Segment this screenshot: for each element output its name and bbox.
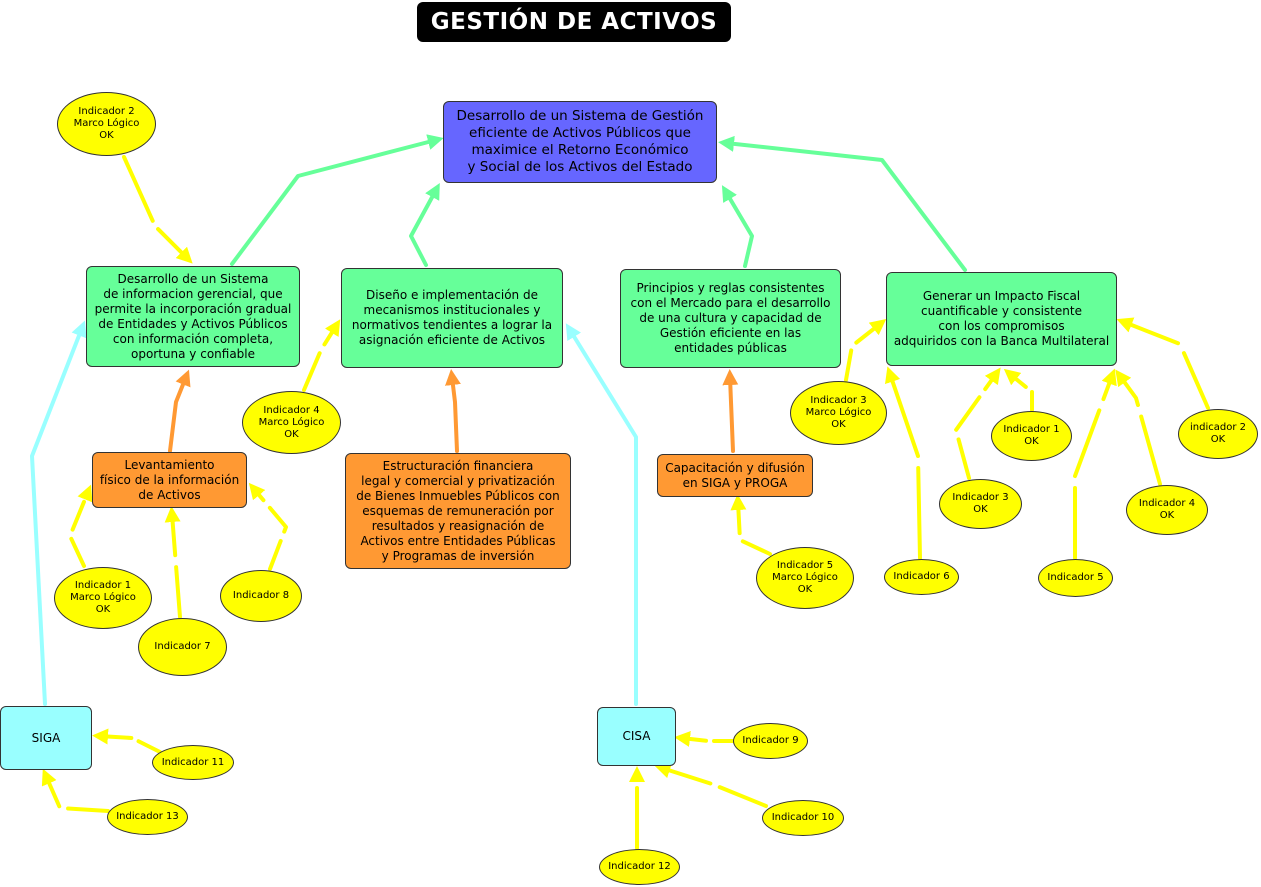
action-node-physical-survey[interactable]: Levantamiento físico de la información d… <box>92 452 247 508</box>
indicator-7[interactable]: Indicador 7 <box>138 618 227 676</box>
indicator-8[interactable]: Indicador 8 <box>220 570 302 622</box>
arrow-cisa-obj2 <box>565 323 638 706</box>
indicator-3-marco-logico[interactable]: Indicador 3 Marco Lógico OK <box>790 381 887 445</box>
indicator-1-ok[interactable]: Indicador 1 OK <box>991 411 1072 461</box>
arrow-i3ml-obj4 <box>844 319 887 382</box>
indicator-4-ok[interactable]: Indicador 4 OK <box>1126 485 1208 535</box>
arrow-i1ml-act1 <box>68 484 93 568</box>
indicator-1-marco-logico[interactable]: Indicador 1 Marco Lógico OK <box>54 567 152 629</box>
arrow-i1ok-obj4 <box>1003 368 1034 412</box>
arrow-obj3-goal <box>721 185 754 268</box>
arrow-act3-obj3 <box>722 369 739 453</box>
arrow-i11-siga <box>92 728 162 754</box>
action-node-training[interactable]: Capacitación y difusión en SIGA y PROGA <box>657 454 813 497</box>
arrow-i2top-obj1 <box>122 155 193 264</box>
arrow-i4ok-obj4 <box>1115 369 1162 486</box>
indicator-2-ok[interactable]: indicador 2 OK <box>1178 409 1258 459</box>
arrow-i9-cisa <box>674 730 736 747</box>
indicator-11[interactable]: Indicador 11 <box>152 745 234 780</box>
objective-node-market-principles[interactable]: Principios y reglas consistentes con el … <box>620 269 841 368</box>
arrow-i4ml-obj2 <box>302 319 341 392</box>
indicator-6[interactable]: Indicador 6 <box>884 559 959 595</box>
goal-node[interactable]: Desarrollo de un Sistema de Gestión efic… <box>443 101 717 183</box>
system-node-siga[interactable]: SIGA <box>0 706 92 770</box>
arrow-i3ok-obj4 <box>954 367 1001 480</box>
arrow-i13-siga <box>41 768 110 813</box>
objective-node-information-system[interactable]: Desarrollo de un Sistema de informacion … <box>86 266 300 367</box>
indicator-3-ok[interactable]: Indicador 3 OK <box>939 479 1022 529</box>
indicator-5[interactable]: Indicador 5 <box>1038 559 1113 597</box>
arrow-i6-obj4 <box>885 366 922 560</box>
indicator-13[interactable]: Indicador 13 <box>107 799 188 835</box>
objective-node-fiscal-impact[interactable]: Generar un Impacto Fiscal cuantificable … <box>886 272 1117 366</box>
indicator-10[interactable]: Indicador 10 <box>762 800 844 836</box>
indicator-12[interactable]: Indicador 12 <box>599 849 680 885</box>
arrow-i7-act1 <box>164 506 182 619</box>
arrow-obj2-goal <box>409 182 440 267</box>
arrow-i2ok-obj4 <box>1116 317 1210 410</box>
arrow-i5ml-act3 <box>730 494 772 556</box>
arrow-act2-obj2 <box>445 369 461 453</box>
action-node-financial-structuring[interactable]: Estructuración financiera legal y comerc… <box>345 453 571 569</box>
arrow-i5-obj4 <box>1073 368 1117 560</box>
arrow-i10-cisa <box>654 762 768 808</box>
indicator-4-marco-logico[interactable]: Indicador 4 Marco Lógico OK <box>242 391 341 454</box>
system-node-cisa[interactable]: CISA <box>597 707 676 766</box>
arrow-obj1-goal <box>230 134 444 266</box>
arrow-i8-act1 <box>248 482 288 571</box>
arrow-obj4-goal <box>718 135 967 272</box>
arrow-act1-obj1 <box>168 369 191 453</box>
arrow-siga-obj1 <box>30 320 87 706</box>
objective-node-institutional-mechanisms[interactable]: Diseño e implementación de mecanismos in… <box>341 268 563 368</box>
indicator-5-marco-logico[interactable]: Indicador 5 Marco Lógico OK <box>756 547 854 609</box>
indicator-9[interactable]: Indicador 9 <box>733 723 808 759</box>
page-title: GESTIÓN DE ACTIVOS <box>417 2 731 42</box>
indicator-2-marco-logico[interactable]: Indicador 2 Marco Lógico OK <box>57 92 156 156</box>
